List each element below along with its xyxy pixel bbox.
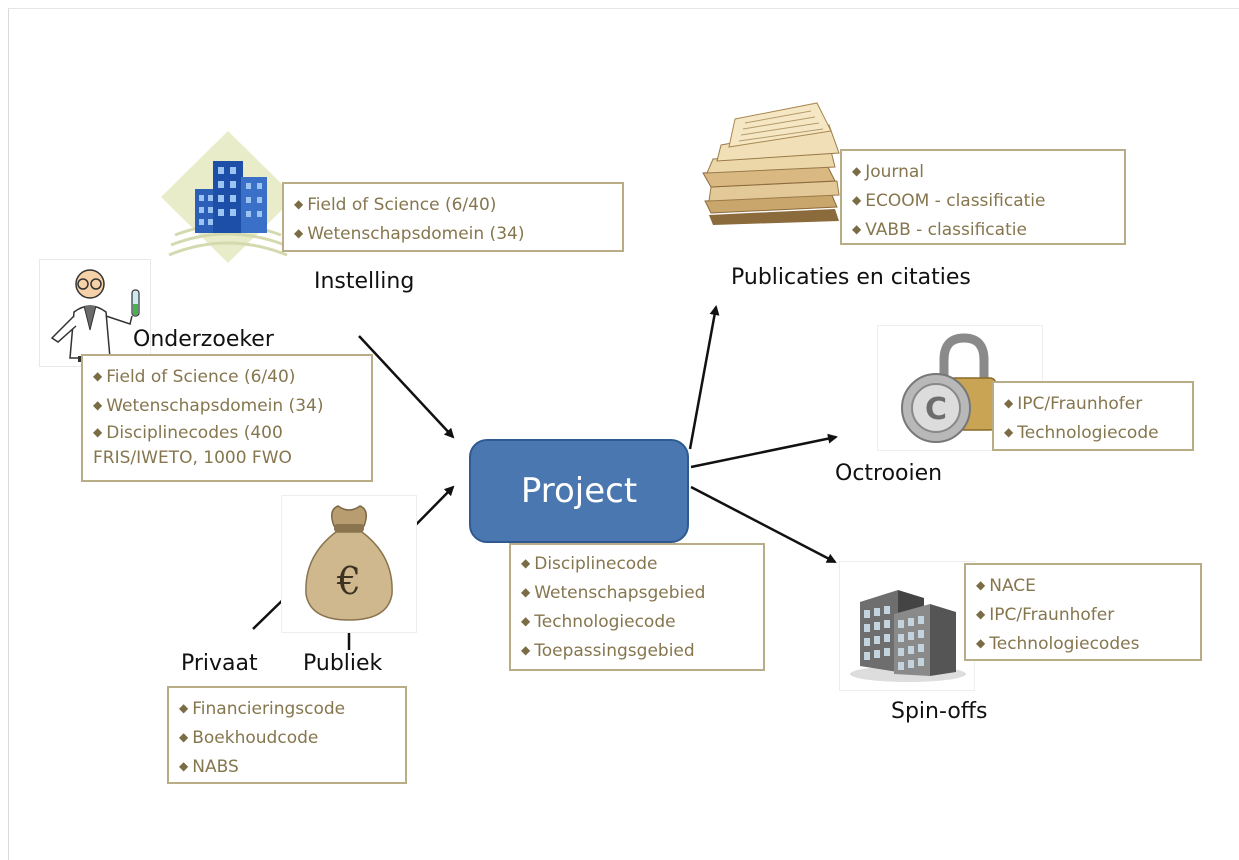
list-item: ◆Wetenschapsdomein (34) — [93, 396, 324, 416]
list-item: ◆Wetenschapsgebied — [521, 583, 706, 603]
arrow-project-to-spinoffs — [690, 485, 837, 564]
project-label: Project — [520, 471, 638, 511]
list-item: ◆Technologiecodes — [976, 634, 1140, 654]
list-item: ◆NABS — [179, 757, 239, 777]
diamond-bullet-icon: ◆ — [294, 197, 304, 211]
list-item: ◆Disciplinecodes (400 FRIS/IWETO, 1000 F… — [93, 423, 292, 468]
arrow-onderzoeker-to-project — [358, 335, 455, 439]
svg-text:C: C — [925, 392, 947, 427]
list-item: ◆Disciplinecode — [521, 554, 658, 574]
octrooien-attributes-box: ◆IPC/Fraunhofer ◆Technologiecode — [992, 381, 1194, 451]
diamond-bullet-icon: ◆ — [179, 759, 189, 773]
list-item: ◆ECOOM - classificatie — [852, 191, 1046, 211]
diamond-bullet-icon: ◆ — [93, 425, 103, 439]
instelling-attributes-box: ◆Field of Science (6/40) ◆Wetenschapsdom… — [282, 182, 624, 252]
list-item: ◆Technologiecode — [521, 612, 676, 632]
onderzoeker-label: Onderzoeker — [133, 327, 274, 352]
diamond-bullet-icon: ◆ — [93, 398, 103, 412]
financiering-attributes-box: ◆Financieringscode ◆Boekhoudcode ◆NABS — [167, 686, 407, 784]
diamond-bullet-icon: ◆ — [976, 578, 986, 592]
project-attributes-box: ◆Disciplinecode ◆Wetenschapsgebied ◆Tech… — [509, 543, 765, 671]
svg-text:€: € — [336, 559, 361, 603]
onderzoeker-attributes-box: ◆Field of Science (6/40) ◆Wetenschapsdom… — [81, 354, 373, 482]
diamond-bullet-icon: ◆ — [521, 585, 531, 599]
privaat-label: Privaat — [181, 651, 258, 676]
project-node: Project — [469, 439, 689, 543]
diamond-bullet-icon: ◆ — [1004, 396, 1014, 410]
publiek-label: Publiek — [303, 651, 383, 676]
arrow-project-to-octrooien — [690, 433, 838, 469]
diamond-bullet-icon: ◆ — [521, 614, 531, 628]
list-item: ◆Boekhoudcode — [179, 728, 319, 748]
diamond-bullet-icon: ◆ — [976, 636, 986, 650]
instelling-label: Instelling — [314, 269, 415, 294]
slide: ◆Field of Science (6/40) ◆Wetenschapsdom… — [8, 8, 1239, 860]
diamond-bullet-icon: ◆ — [294, 226, 304, 240]
list-item: ◆Technologiecode — [1004, 423, 1159, 443]
diamond-bullet-icon: ◆ — [852, 193, 862, 207]
diamond-bullet-icon: ◆ — [179, 730, 189, 744]
list-item: ◆IPC/Fraunhofer — [1004, 394, 1143, 414]
diamond-bullet-icon: ◆ — [93, 369, 103, 383]
diamond-bullet-icon: ◆ — [852, 222, 862, 236]
list-item: ◆Field of Science (6/40) — [294, 195, 497, 215]
list-item: ◆VABB - classificatie — [852, 220, 1027, 240]
list-item: ◆IPC/Fraunhofer — [976, 605, 1115, 625]
list-item: ◆Toepassingsgebied — [521, 641, 695, 661]
diamond-bullet-icon: ◆ — [179, 701, 189, 715]
money-bag-icon: € — [281, 495, 417, 633]
paper-stack-icon — [699, 97, 849, 227]
list-item: ◆Journal — [852, 162, 925, 182]
office-building-icon — [839, 561, 975, 691]
list-item: ◆Field of Science (6/40) — [93, 367, 296, 387]
diamond-bullet-icon: ◆ — [521, 643, 531, 657]
list-item: ◆Financieringscode — [179, 699, 346, 719]
spinoffs-attributes-box: ◆NACE ◆IPC/Fraunhofer ◆Technologiecodes — [964, 563, 1202, 661]
list-item: ◆NACE — [976, 576, 1036, 596]
diamond-bullet-icon: ◆ — [521, 556, 531, 570]
publicaties-attributes-box: ◆Journal ◆ECOOM - classificatie ◆VABB - … — [840, 149, 1126, 245]
list-item: ◆Wetenschapsdomein (34) — [294, 224, 525, 244]
diamond-bullet-icon: ◆ — [976, 607, 986, 621]
diamond-bullet-icon: ◆ — [1004, 425, 1014, 439]
diamond-bullet-icon: ◆ — [852, 164, 862, 178]
scientist-icon — [39, 259, 151, 367]
spinoffs-label: Spin-offs — [891, 699, 988, 724]
octrooien-label: Octrooien — [835, 461, 943, 486]
arrow-project-to-publicaties — [688, 305, 720, 450]
building-icon — [157, 127, 299, 275]
publicaties-label: Publicaties en citaties — [731, 265, 971, 290]
